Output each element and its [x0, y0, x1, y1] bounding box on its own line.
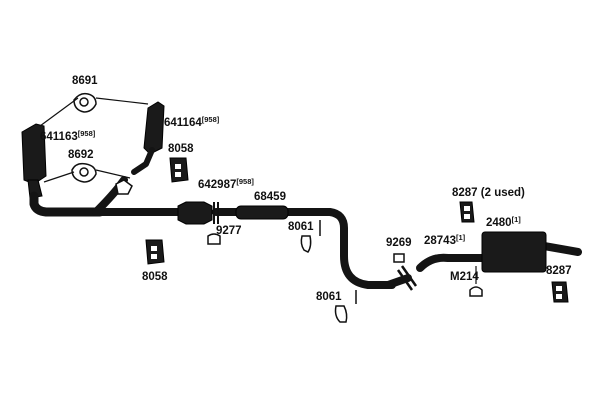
- hanger-8058-lower[interactable]: [145, 239, 165, 265]
- resonator-68459[interactable]: [235, 205, 289, 220]
- flange-9277[interactable]: [213, 202, 219, 224]
- catalytic-converter-642987[interactable]: [177, 201, 213, 225]
- label-9277: 9277: [216, 225, 242, 237]
- label-8058-lower: 8058: [142, 271, 168, 283]
- label-m214: M214: [450, 271, 479, 283]
- label-8692: 8692: [68, 149, 94, 161]
- gasket-8692[interactable]: [71, 162, 97, 183]
- label-8061-upper: 8061: [288, 221, 314, 233]
- clamp-9277[interactable]: [207, 233, 221, 245]
- label-8058-upper: 8058: [168, 143, 194, 155]
- hanger-8287-upper[interactable]: [459, 201, 475, 223]
- catalytic-converter-641163[interactable]: [21, 123, 47, 199]
- label-642987: 642987[958]: [198, 177, 254, 191]
- hanger-8058-upper[interactable]: [169, 157, 189, 183]
- pipe-flange-gasket[interactable]: [115, 179, 133, 195]
- label-8691: 8691: [72, 75, 98, 87]
- label-641163: 641163[958]: [40, 129, 96, 143]
- label-8061-lower: 8061: [316, 291, 342, 303]
- label-9269: 9269: [386, 237, 412, 249]
- clamp-9269[interactable]: [393, 253, 405, 263]
- exhaust-pipe[interactable]: [29, 176, 582, 289]
- label-68459: 68459: [254, 191, 286, 203]
- gasket-8691[interactable]: [73, 92, 97, 113]
- hanger-8061-upper[interactable]: [300, 220, 321, 253]
- hanger-8287-lower[interactable]: [551, 281, 569, 303]
- label-8287-two-used: 8287 (2 used): [452, 187, 525, 199]
- label-8287: 8287: [546, 265, 572, 277]
- clamp-m214[interactable]: [469, 286, 483, 297]
- hanger-8061-lower[interactable]: [334, 290, 357, 323]
- flange-9269[interactable]: [384, 265, 418, 291]
- label-641164: 641164[958]: [164, 115, 220, 129]
- catalytic-converter-641164[interactable]: [131, 101, 165, 175]
- muffler-2480[interactable]: [481, 231, 547, 273]
- label-28743: 28743[1]: [424, 233, 466, 247]
- label-2480: 2480[1]: [486, 215, 521, 229]
